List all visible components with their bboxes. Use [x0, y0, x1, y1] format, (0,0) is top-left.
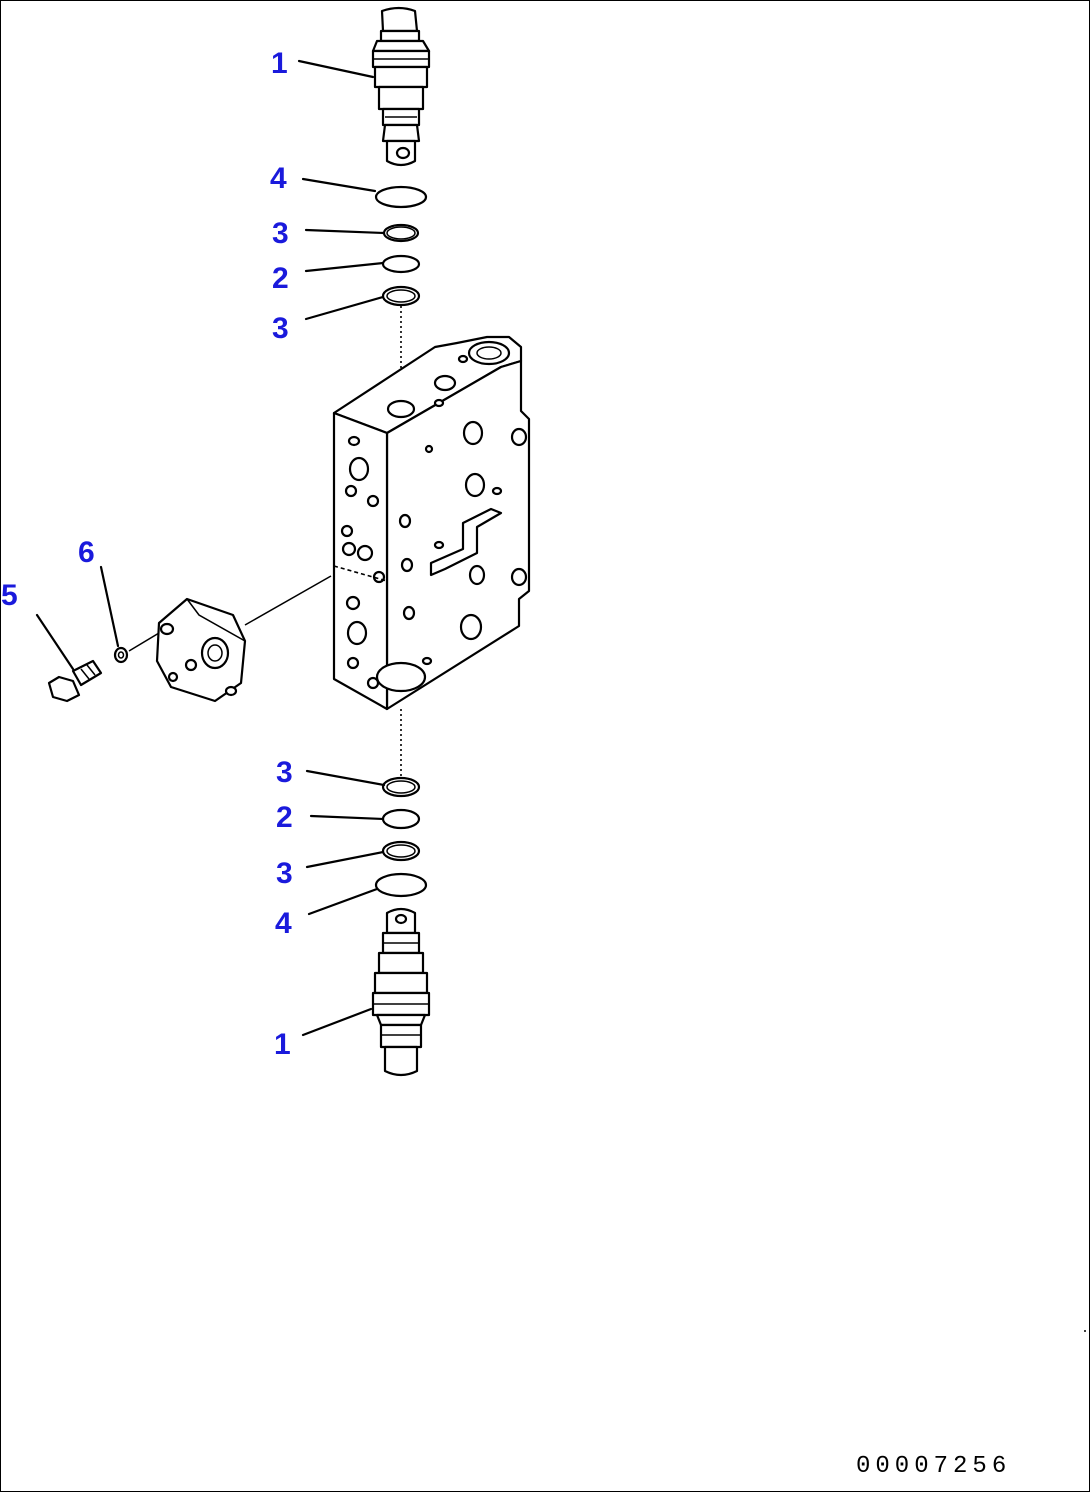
- callout-5: 5: [1, 579, 18, 612]
- callout-3-bottom-upper: 3: [276, 756, 293, 789]
- callout-labels: 1 4 3 2 3 6 5 3 2 3 4 1: [1, 47, 293, 1061]
- callout-3-top-upper: 3: [272, 217, 289, 250]
- callout-3-top-lower: 3: [272, 312, 289, 345]
- seal-stack-bottom: [374, 709, 428, 898]
- callout-4-bottom: 4: [275, 907, 292, 940]
- leader-lines: [35, 59, 386, 1037]
- callout-2-top: 2: [272, 262, 289, 295]
- relief-valve-bottom: [371, 907, 431, 1077]
- seal-stack-top: [374, 185, 428, 401]
- callout-1-bottom: 1: [274, 1028, 291, 1061]
- valve-body: [332, 335, 531, 711]
- relief-valve-top: [371, 6, 431, 167]
- speck-mark: [1084, 1330, 1086, 1332]
- callout-3-bottom-lower: 3: [276, 857, 293, 890]
- side-cover: [155, 575, 332, 703]
- callout-1-top: 1: [271, 47, 288, 80]
- drawing-number: 00007256: [856, 1453, 1012, 1480]
- callout-6: 6: [78, 536, 95, 569]
- callout-4-top: 4: [270, 162, 287, 195]
- callout-2-bottom: 2: [276, 801, 293, 834]
- bolt-and-washer: [47, 632, 160, 703]
